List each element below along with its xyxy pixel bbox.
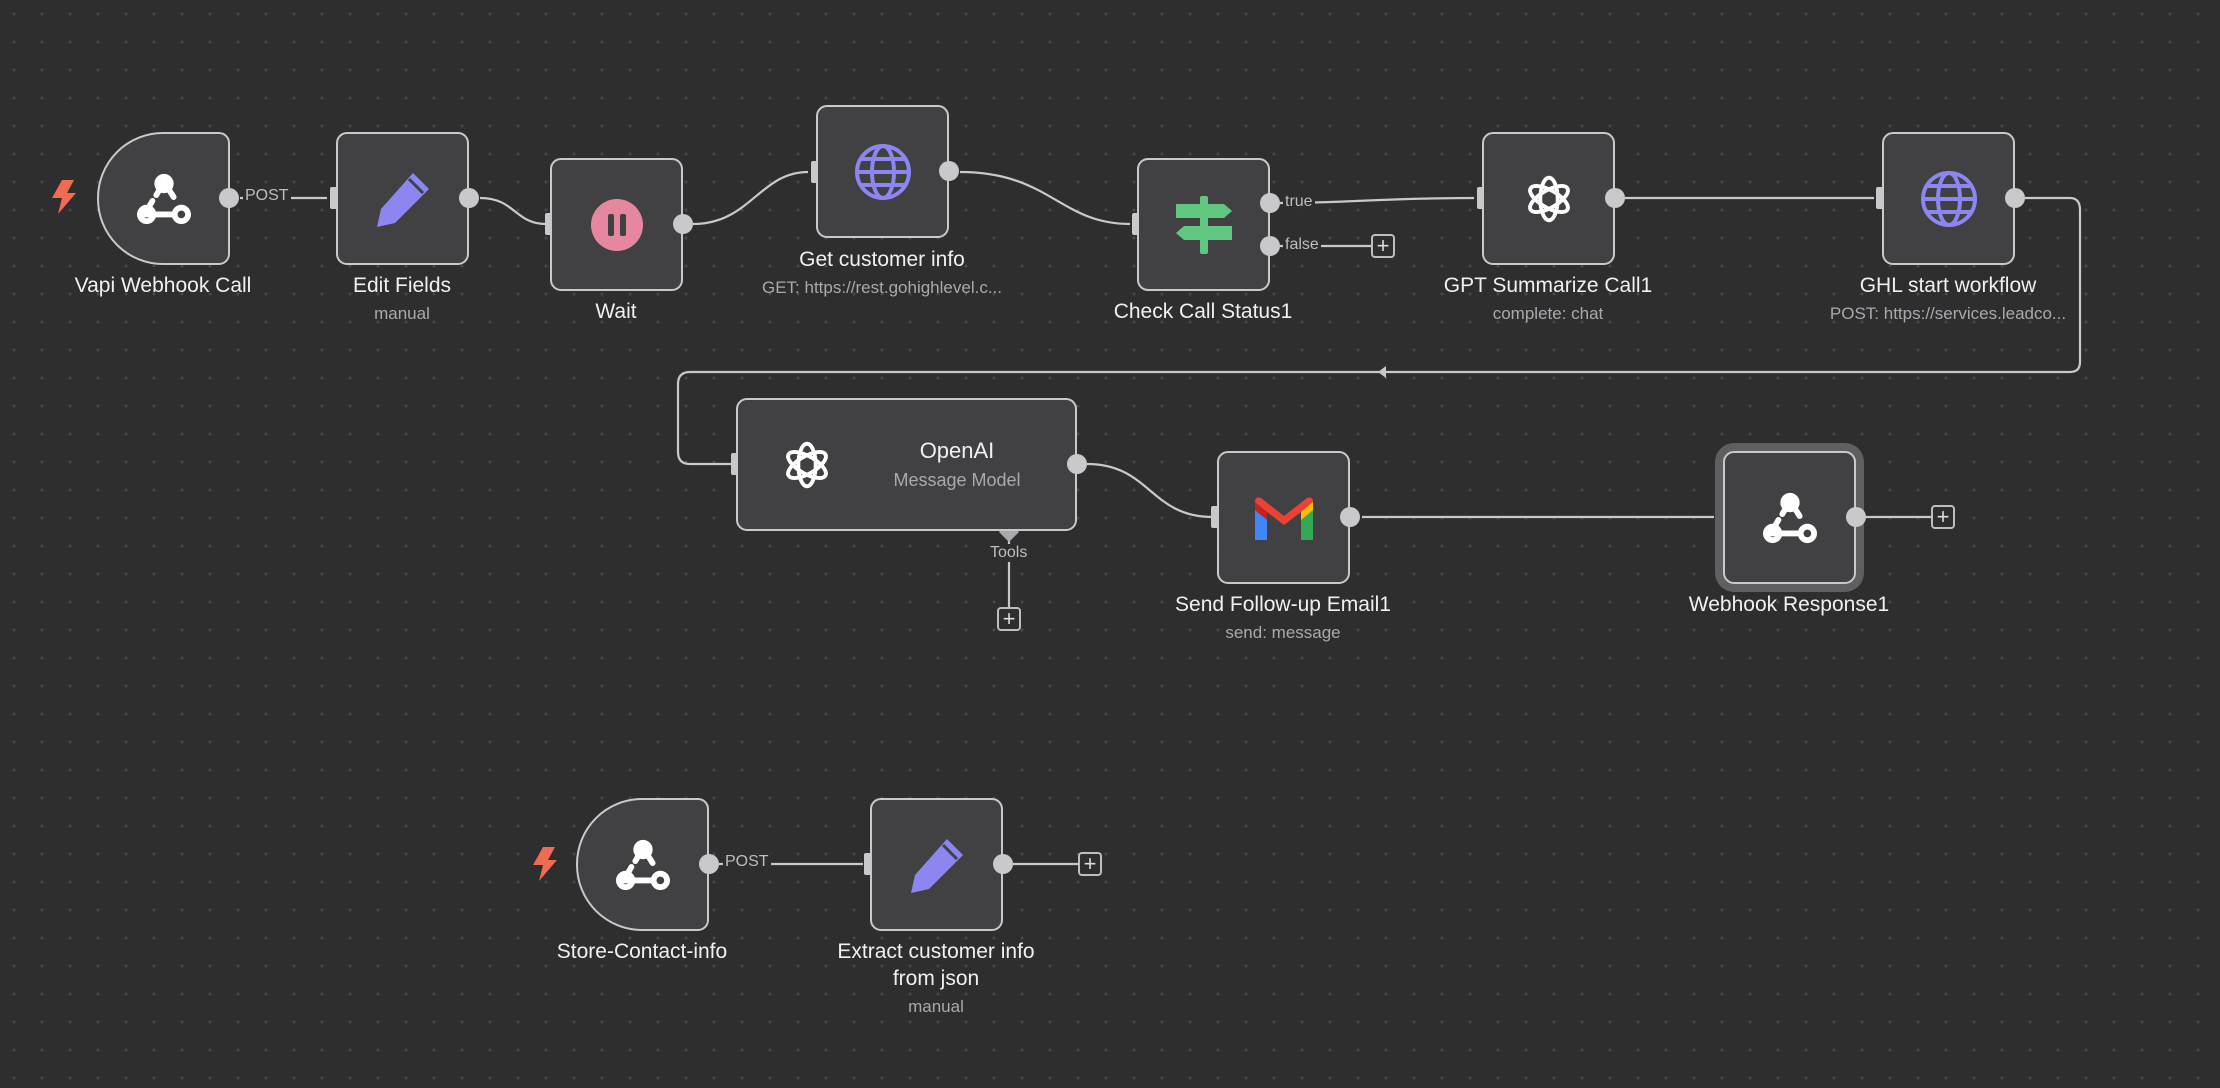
input-port[interactable] xyxy=(864,853,874,875)
output-port[interactable] xyxy=(2005,188,2025,208)
node-label: Store-Contact-info xyxy=(556,940,728,963)
gmail-icon xyxy=(1254,497,1313,540)
node-subtitle: complete: chat xyxy=(1492,304,1604,323)
webhook-icon xyxy=(1762,492,1817,543)
output-port[interactable] xyxy=(1340,507,1360,527)
trigger-bolt-icon xyxy=(52,180,76,214)
node-extract-customer-info[interactable] xyxy=(870,798,1003,931)
node-subtitle: manual xyxy=(908,997,964,1016)
pencil-icon xyxy=(376,172,429,227)
node-label: Extract customer info from json xyxy=(776,938,1096,992)
branch-label-true: true xyxy=(1283,193,1315,211)
node-subtitle: POST: https://services.leadco... xyxy=(1829,304,2067,323)
node-label: Vapi Webhook Call xyxy=(74,274,252,297)
node-send-follow-up-email[interactable] xyxy=(1217,451,1350,584)
output-port[interactable] xyxy=(219,188,239,208)
edge-label-post: POST xyxy=(243,187,291,205)
node-subtitle: GET: https://rest.gohighlevel.c... xyxy=(761,278,1002,297)
input-port[interactable] xyxy=(1876,187,1886,209)
globe-icon xyxy=(854,143,911,200)
add-node-button[interactable]: + xyxy=(1078,852,1102,876)
openai-icon xyxy=(1527,175,1570,222)
loop-arrow xyxy=(1378,366,1386,378)
globe-icon xyxy=(1920,170,1977,227)
node-store-contact-info[interactable] xyxy=(576,798,709,931)
output-port[interactable] xyxy=(1846,507,1866,527)
openai-icon xyxy=(786,441,828,488)
node-label: Webhook Response1 xyxy=(1688,593,1890,616)
output-port[interactable] xyxy=(699,854,719,874)
output-port-false[interactable] xyxy=(1260,236,1280,256)
input-port[interactable] xyxy=(330,187,340,209)
branch-label-false: false xyxy=(1283,236,1321,254)
add-node-button[interactable]: + xyxy=(1931,505,1955,529)
node-title: OpenAI xyxy=(919,438,995,463)
output-port[interactable] xyxy=(1605,188,1625,208)
input-port[interactable] xyxy=(1211,506,1221,528)
trigger-bolt-icon xyxy=(533,847,557,881)
node-gpt-summarize-call[interactable] xyxy=(1482,132,1615,265)
add-node-button[interactable]: + xyxy=(1371,234,1395,258)
node-label-line: from json xyxy=(892,967,980,990)
edge-label-post: POST xyxy=(723,853,771,871)
output-port[interactable] xyxy=(939,161,959,181)
node-label-line: Extract customer info xyxy=(837,940,1035,963)
wire-wait-to-get xyxy=(692,170,809,226)
output-port[interactable] xyxy=(459,188,479,208)
node-vapi-webhook-call[interactable] xyxy=(97,132,230,265)
node-label: GHL start workflow xyxy=(1859,274,2037,297)
webhook-icon xyxy=(136,173,191,224)
node-subtitle: manual xyxy=(374,304,430,323)
wire-get-to-check xyxy=(959,170,1131,226)
input-port[interactable] xyxy=(1716,506,1726,528)
node-label: Wait xyxy=(595,300,637,323)
webhook-icon xyxy=(615,839,670,890)
output-port[interactable] xyxy=(993,854,1013,874)
node-get-customer-info[interactable] xyxy=(816,105,949,238)
node-webhook-response[interactable] xyxy=(1723,451,1856,584)
wire-edit-to-wait xyxy=(479,196,547,226)
node-wait[interactable] xyxy=(550,158,683,291)
tools-label: Tools xyxy=(988,544,1030,562)
node-ghl-start-workflow[interactable] xyxy=(1882,132,2015,265)
node-label: Send Follow-up Email1 xyxy=(1175,593,1391,616)
node-label: Check Call Status1 xyxy=(1113,300,1293,323)
openai-text-block: OpenAI Message Model xyxy=(882,438,1032,491)
node-label: Get customer info xyxy=(799,248,965,271)
output-port[interactable] xyxy=(1067,454,1087,474)
pause-icon xyxy=(590,198,643,251)
node-check-call-status[interactable] xyxy=(1137,158,1270,291)
node-label: Edit Fields xyxy=(352,274,452,297)
add-tool-button[interactable]: + xyxy=(997,607,1021,631)
node-edit-fields[interactable] xyxy=(336,132,469,265)
output-port-true[interactable] xyxy=(1260,193,1280,213)
output-port[interactable] xyxy=(673,214,693,234)
pencil-icon xyxy=(910,838,963,893)
signpost-icon xyxy=(1175,195,1232,254)
node-subtitle: send: message xyxy=(1225,623,1341,642)
wire-openai-to-gmail xyxy=(1086,462,1214,519)
node-openai-message-model[interactable]: OpenAI Message Model xyxy=(736,398,1077,531)
node-subtitle: Message Model xyxy=(893,470,1021,490)
node-label: GPT Summarize Call1 xyxy=(1443,274,1653,297)
